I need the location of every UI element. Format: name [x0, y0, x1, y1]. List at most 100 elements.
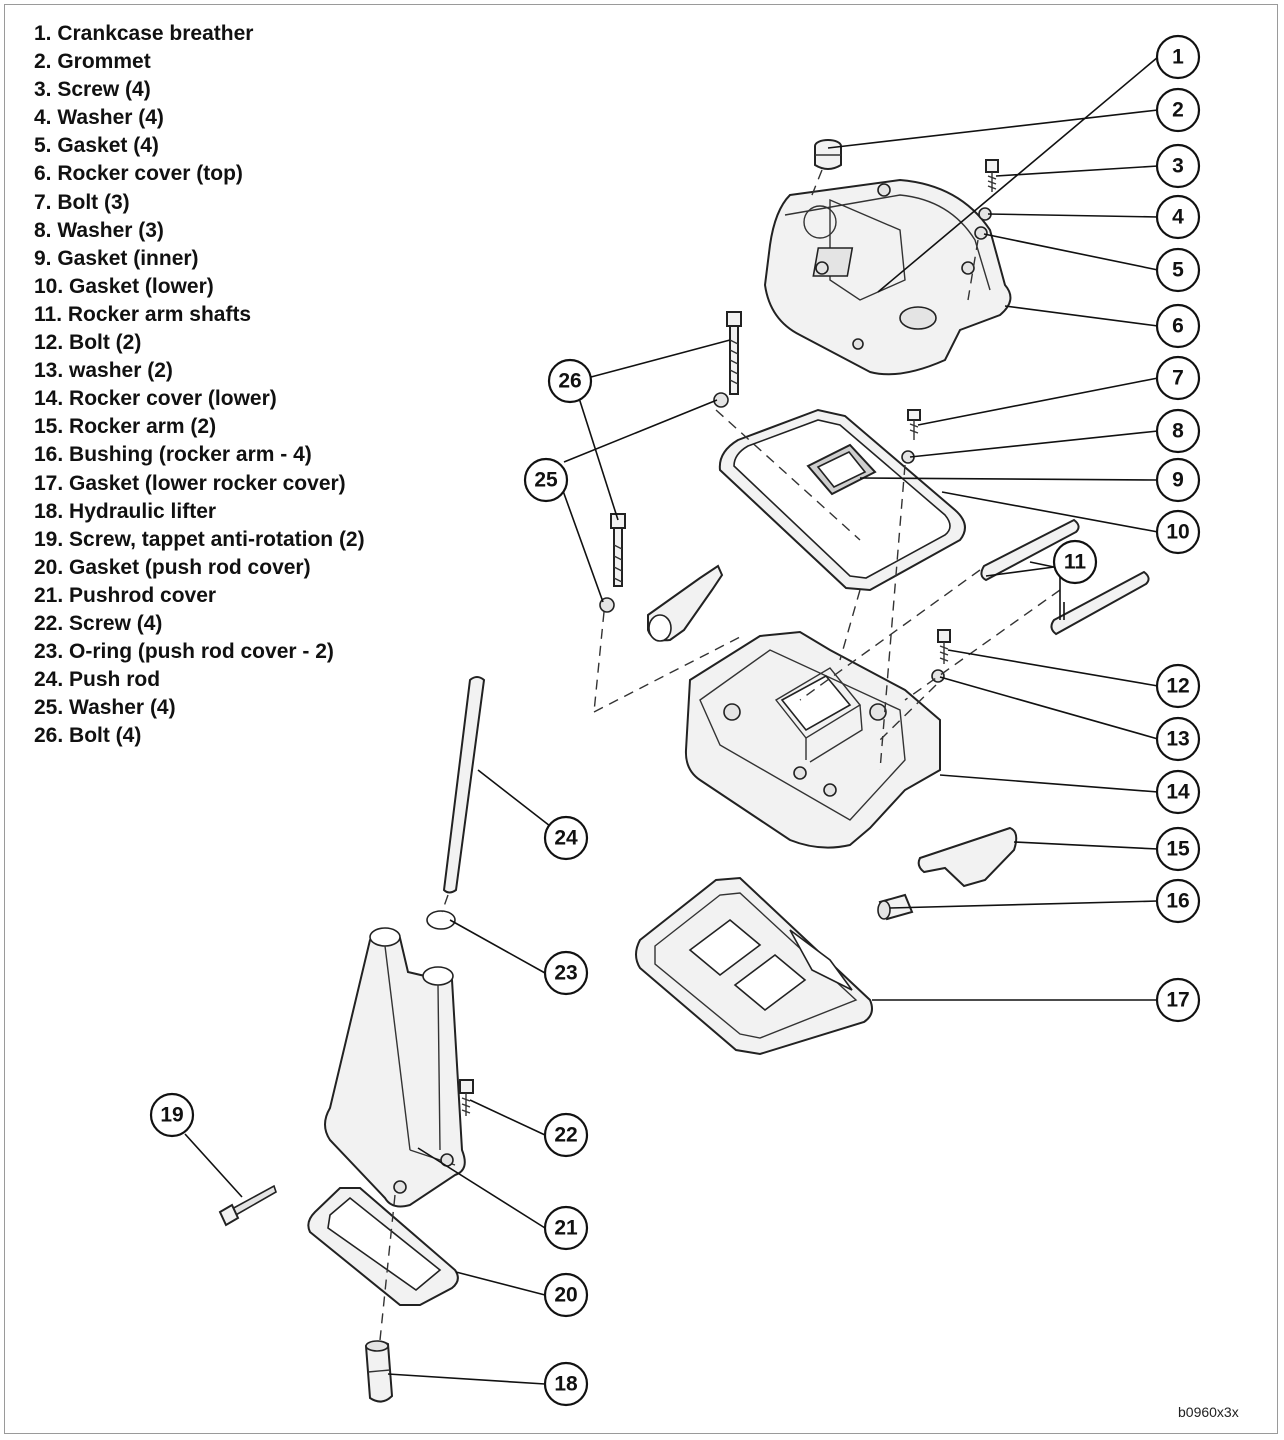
bolt-small: [907, 409, 921, 440]
legend-item: 22. Screw (4): [34, 611, 163, 635]
svg-text:22: 22: [554, 1124, 577, 1147]
hydraulic-lifter: [364, 1340, 394, 1403]
legend-item: 17. Gasket (lower rocker cover): [34, 471, 346, 495]
parts-legend: 1. Crankcase breather 2. Grommet 3. Scre…: [34, 20, 365, 750]
callout-21: 21: [543, 1205, 589, 1251]
figure-code: b0960x3x: [1178, 1404, 1239, 1420]
svg-text:24: 24: [554, 827, 578, 850]
bolt-small: [937, 629, 951, 664]
svg-text:13: 13: [1166, 728, 1189, 751]
rocker-arm: [647, 564, 724, 642]
callout-15: 15: [1155, 826, 1201, 872]
svg-text:10: 10: [1166, 521, 1189, 544]
callout-8: 8: [1155, 408, 1201, 454]
callout-25: 25: [523, 457, 569, 503]
callout-24: 24: [543, 815, 589, 861]
svg-text:15: 15: [1166, 838, 1190, 861]
legend-item: 13. washer (2): [34, 359, 173, 383]
callout-5: 5: [1155, 247, 1201, 293]
callout-14: 14: [1155, 769, 1201, 815]
screw-top: [985, 159, 999, 192]
callout-11: 11: [1052, 539, 1098, 585]
svg-text:6: 6: [1172, 315, 1184, 338]
callout-9: 9: [1155, 457, 1201, 503]
svg-text:18: 18: [554, 1373, 578, 1396]
rocker-cover-top: [763, 178, 1012, 376]
gasket-inner: [806, 443, 877, 496]
grommet: [814, 139, 842, 170]
rocker-cover-lower: [684, 630, 941, 849]
svg-text:7: 7: [1172, 367, 1184, 390]
assembly-lines: [379, 169, 1061, 1341]
rocker-arm-shafts: [980, 518, 1150, 636]
svg-text:5: 5: [1172, 259, 1184, 282]
legend-item: 12. Bolt (2): [34, 331, 142, 355]
legend-item: 8. Washer (3): [34, 218, 164, 242]
gasket-lower: [718, 408, 966, 592]
legend-item: 4. Washer (4): [34, 106, 164, 130]
svg-text:3: 3: [1172, 155, 1184, 178]
pushrod-cover: [324, 927, 466, 1208]
legend-item: 5. Gasket (4): [34, 134, 159, 158]
callout-3: 3: [1155, 143, 1201, 189]
svg-text:19: 19: [160, 1104, 183, 1127]
legend-item: 9. Gasket (inner): [34, 246, 199, 270]
figure-frame: [4, 4, 1278, 1434]
callout-20: 20: [543, 1272, 589, 1318]
svg-text:16: 16: [1166, 890, 1189, 913]
callout-22: 22: [543, 1112, 589, 1158]
callout-16: 16: [1155, 878, 1201, 924]
bolt-long: [610, 513, 626, 587]
svg-text:9: 9: [1172, 469, 1184, 492]
callout-19: 19: [149, 1092, 195, 1138]
svg-text:8: 8: [1172, 420, 1184, 443]
bushing: [877, 893, 914, 921]
legend-item: 10. Gasket (lower): [34, 274, 214, 298]
callout-23: 23: [543, 950, 589, 996]
rocker-arm: [917, 826, 1018, 888]
bolt-long: [726, 311, 742, 395]
legend-item: 1. Crankcase breather: [34, 22, 254, 45]
gasket-pushrod-cover: [307, 1187, 459, 1306]
legend-item: 18. Hydraulic lifter: [34, 499, 217, 523]
callout-13: 13: [1155, 716, 1201, 762]
callout-4: 4: [1155, 194, 1201, 240]
tappet-anti-rotation-screw: [218, 1184, 277, 1227]
callout-10: 10: [1155, 509, 1201, 555]
legend-item: 2. Grommet: [34, 50, 151, 74]
svg-text:25: 25: [534, 469, 558, 492]
svg-text:20: 20: [554, 1284, 577, 1307]
callout-17: 17: [1155, 977, 1201, 1023]
legend-item: 3. Screw (4): [34, 78, 151, 102]
legend-item: 16. Bushing (rocker arm - 4): [34, 443, 312, 467]
svg-text:11: 11: [1064, 551, 1087, 574]
legend-item: 14. Rocker cover (lower): [34, 387, 277, 411]
svg-text:4: 4: [1172, 206, 1184, 229]
callout-2: 2: [1155, 87, 1201, 133]
legend-item: 25. Washer (4): [34, 696, 176, 720]
o-ring: [426, 910, 456, 930]
legend-item: 21. Pushrod cover: [34, 583, 217, 607]
callout-26: 26: [547, 358, 593, 404]
legend-item: 26. Bolt (4): [34, 724, 142, 748]
leader-lines: [184, 56, 1159, 1385]
legend-item: 23. O-ring (push rod cover - 2): [34, 640, 334, 664]
svg-text:12: 12: [1166, 675, 1189, 698]
svg-text:17: 17: [1166, 989, 1189, 1012]
svg-text:14: 14: [1166, 781, 1190, 804]
legend-item: 15. Rocker arm (2): [34, 415, 217, 439]
callout-18: 18: [543, 1361, 589, 1407]
washer: [713, 392, 729, 408]
legend-item: 24. Push rod: [34, 668, 161, 692]
callout-7: 7: [1155, 355, 1201, 401]
gasket-small: [974, 226, 988, 240]
screw-pushrod-cover: [459, 1079, 474, 1116]
svg-text:23: 23: [554, 962, 577, 985]
svg-text:1: 1: [1172, 46, 1184, 69]
callout-1: 1: [1155, 34, 1201, 80]
svg-text:2: 2: [1172, 99, 1184, 122]
legend-item: 6. Rocker cover (top): [34, 162, 243, 186]
svg-text:26: 26: [558, 370, 581, 393]
svg-text:21: 21: [554, 1217, 578, 1240]
